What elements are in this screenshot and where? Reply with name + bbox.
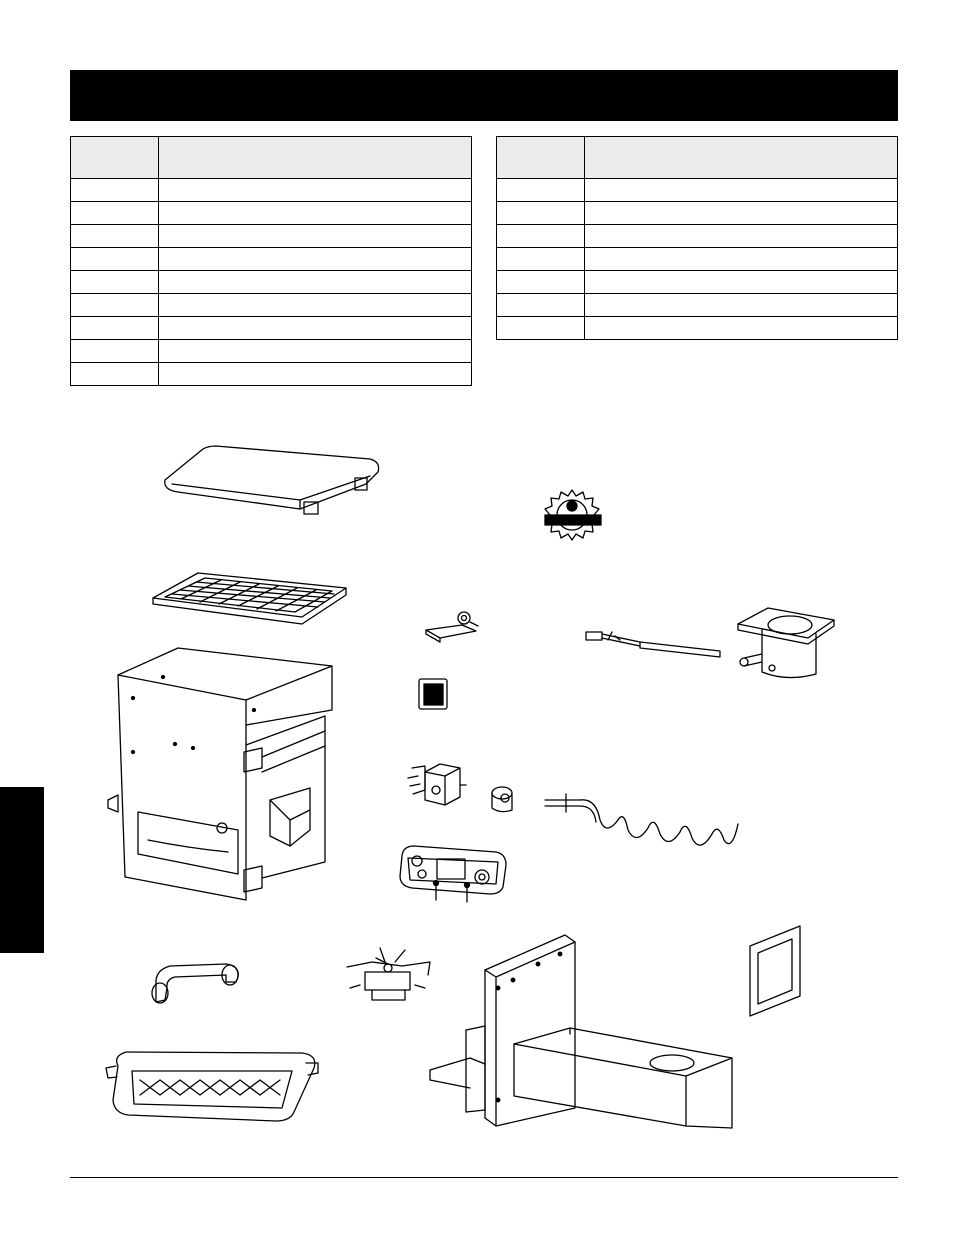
- control-panel-icon: [399, 845, 507, 903]
- auger-tube-assembly-icon: [429, 934, 733, 1129]
- table-row: [70, 362, 472, 386]
- table-row: [496, 316, 898, 340]
- table-row: [70, 247, 472, 271]
- cell-description: [584, 178, 898, 202]
- bushing-icon: [491, 786, 513, 813]
- cell-part-number: [496, 316, 585, 340]
- bracket-icon: [425, 611, 479, 643]
- cell-description: [584, 293, 898, 317]
- cell-description: [584, 316, 898, 340]
- hopper-box-icon: [107, 647, 333, 901]
- section-side-tab: [0, 787, 44, 953]
- table-row: [496, 247, 898, 271]
- header-description: [584, 136, 898, 179]
- header-description: [158, 136, 472, 179]
- auger-icon: [544, 793, 739, 846]
- table-row: [496, 201, 898, 225]
- footer-rule: [70, 1177, 898, 1178]
- cell-description: [158, 247, 472, 271]
- motor-icon: [407, 763, 467, 806]
- hopper-grate-icon: [152, 572, 347, 625]
- table-row: [70, 316, 472, 340]
- cell-description: [584, 270, 898, 294]
- fire-pot-icon: [737, 607, 835, 679]
- table-row: [496, 178, 898, 202]
- switch-icon: [418, 678, 448, 710]
- table-row: [70, 293, 472, 317]
- grease-tray-icon: [105, 1051, 319, 1122]
- parts-list-table-right: [496, 136, 898, 340]
- table-header-row: [496, 136, 898, 179]
- cell-description: [158, 362, 472, 386]
- table-row: [70, 201, 472, 225]
- cell-part-number: [70, 201, 159, 225]
- fan-icon: [346, 947, 431, 1001]
- cell-part-number: [70, 270, 159, 294]
- hopper-lid-icon: [164, 445, 380, 515]
- header-part-number: [496, 136, 585, 179]
- table-row: [496, 270, 898, 294]
- hot-rod-icon: [585, 631, 721, 658]
- table-row: [70, 224, 472, 248]
- cell-part-number: [496, 178, 585, 202]
- brand-badge-icon: [544, 489, 602, 541]
- handle-icon: [151, 963, 239, 1004]
- cell-part-number: [70, 224, 159, 248]
- parts-list-table-left: [70, 136, 472, 386]
- header-part-number: [70, 136, 159, 179]
- table-row: [496, 293, 898, 317]
- cell-description: [158, 316, 472, 340]
- gasket-icon: [749, 925, 801, 1017]
- section-title-banner: [70, 70, 898, 121]
- cell-description: [158, 201, 472, 225]
- cell-description: [584, 247, 898, 271]
- table-header-row: [70, 136, 472, 179]
